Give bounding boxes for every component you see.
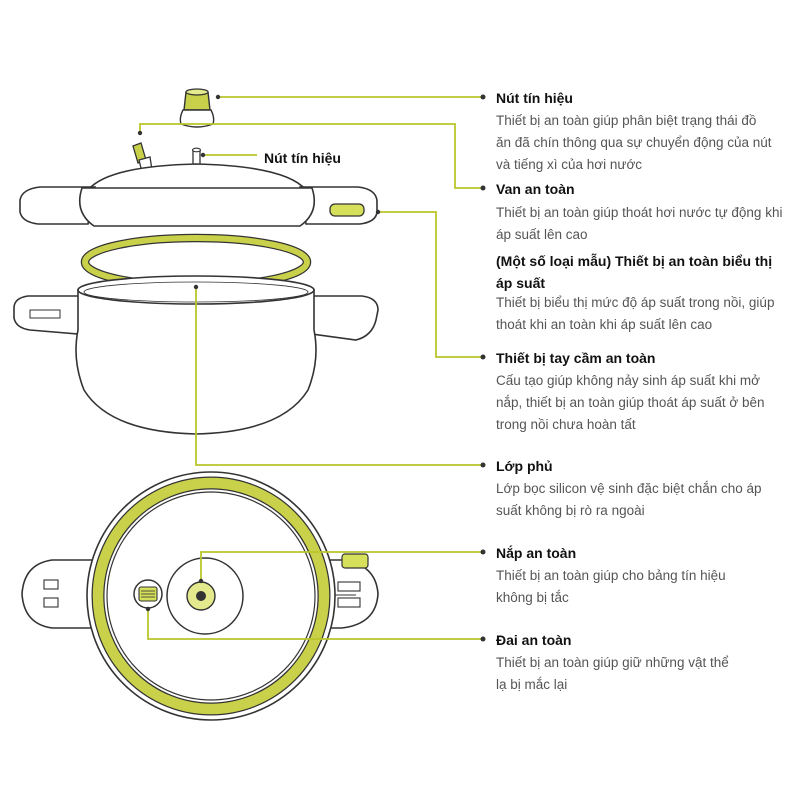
leader-safety-band xyxy=(147,609,483,640)
leader-safety-handle xyxy=(378,211,483,358)
lid-illustration xyxy=(19,142,378,227)
leader-lines xyxy=(139,96,483,640)
top-view-illustration xyxy=(21,471,379,721)
leader-safety-cover xyxy=(200,551,483,581)
signal-knob-illustration xyxy=(179,88,215,128)
leader-dots xyxy=(137,94,486,642)
leader-safety-valve xyxy=(139,123,483,189)
leader-gasket xyxy=(195,287,483,466)
